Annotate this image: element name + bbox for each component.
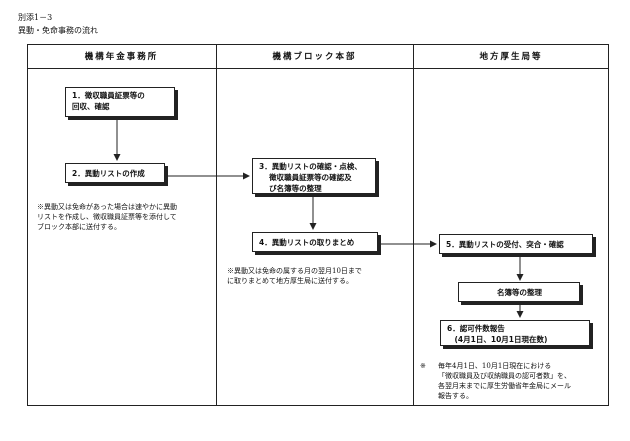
column-divider [413, 44, 414, 406]
step-6-box: 6．認可件数報告 (4月1日、10月1日現在数) [440, 320, 590, 346]
page-title: 異動・免命事務の流れ [18, 26, 98, 35]
list-organize-box: 名簿等の整理 [458, 282, 580, 302]
note-pension-office: ※異動又は免命があった場合は速やかに異動 リストを作成し、徴収職員証票等を添付し… [37, 203, 177, 231]
column-header-block-headquarters: 機構ブロック本部 [272, 52, 357, 62]
column-header-regional-bureau: 地方厚生局等 [479, 52, 543, 62]
step-2-box: 2．異動リストの作成 [65, 163, 165, 183]
note-block-headquarters: ※異動又は免命の属する月の翌月10日まで に取りまとめて地方厚生局に送付する。 [227, 267, 362, 285]
note-mark: ※ [420, 362, 426, 370]
step-5-box: 5．異動リストの受付、突合・確認 [439, 234, 593, 254]
attachment-number: 別添1－3 [18, 13, 53, 22]
step-4-box: 4．異動リストの取りまとめ [252, 232, 378, 252]
note-regional-bureau: 毎年4月1日、10月1日現在における 「徴収職員及び収納職員の認可者数」を、 各… [438, 362, 571, 400]
step-1-box: 1．徴収職員証票等の 回収、確認 [65, 87, 175, 117]
column-header-pension-office: 機構年金事務所 [84, 52, 159, 62]
column-divider [216, 44, 217, 406]
step-3-box: 3．異動リストの確認・点検、 徴収職員証票等の確認及 び名簿等の整理 [252, 158, 376, 194]
flow-table-frame [27, 44, 609, 406]
header-divider [27, 68, 609, 69]
